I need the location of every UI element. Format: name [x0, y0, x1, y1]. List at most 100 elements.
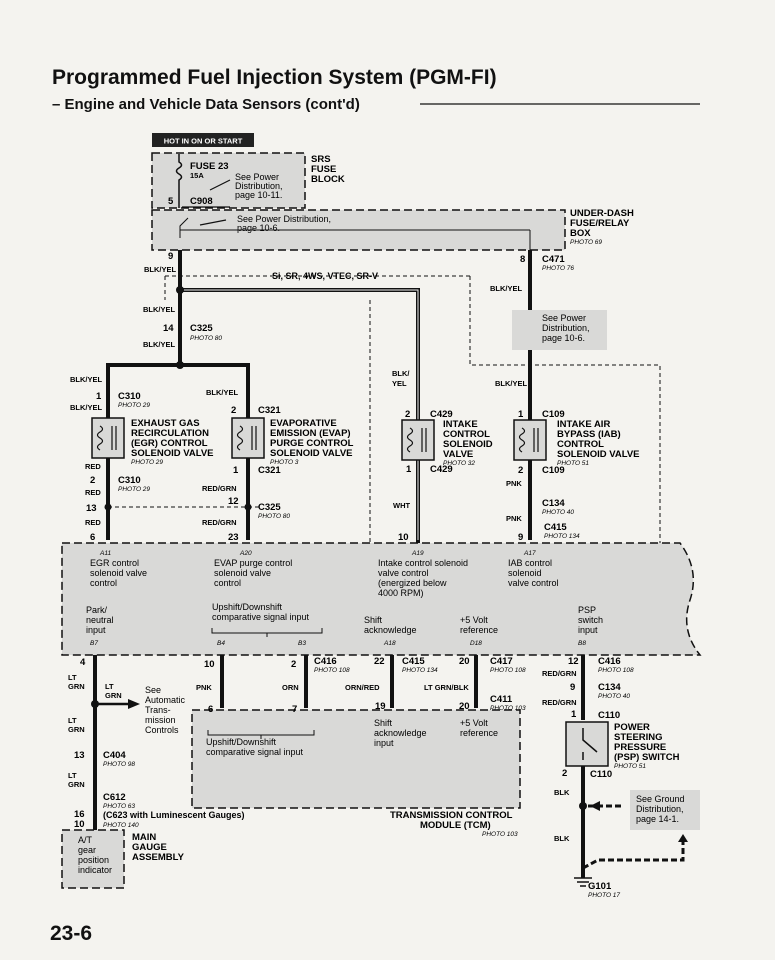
c109-pin2: 2 — [518, 465, 523, 476]
c417-label: C417 — [490, 656, 513, 667]
ecm-a20-3: control — [214, 578, 241, 588]
tcm-updown-2: comparative signal input — [206, 747, 304, 757]
fuse-see-2: Distribution, — [235, 181, 283, 191]
wire-blk-yel-9: BLK/YEL — [495, 379, 528, 388]
wire-blk-2: BLK — [554, 834, 570, 843]
ecm-b3: B3 — [298, 640, 306, 647]
c321-pin1: 1 — [233, 465, 239, 476]
c134-photo-1: PHOTO 40 — [542, 509, 574, 516]
c415-label-1: C415 — [544, 522, 567, 533]
ecm-b8: B8 — [578, 640, 586, 647]
wire-blk-yel-5: BLK/YEL — [70, 375, 103, 384]
ecm-a20-2: solenoid valve — [214, 568, 271, 578]
wire-blk-yel-8b: YEL — [392, 379, 407, 388]
c325-pin12: 12 — [228, 496, 239, 507]
pin-10-gauge: 10 — [74, 819, 85, 830]
evap-label-1: EVAPORATIVE — [270, 418, 337, 429]
c110-pin2: 2 — [562, 768, 567, 779]
ecm-a11-2: solenoid valve — [90, 568, 147, 578]
power-note-1: See Power — [542, 313, 586, 323]
evap-label-2: EMISSION (EVAP) — [270, 428, 351, 439]
wire-red-grn-1: RED/GRN — [202, 484, 237, 493]
iab-label-1: INTAKE AIR — [557, 419, 610, 430]
c110-label-2: C110 — [590, 769, 612, 780]
lt-grn-3b: GRN — [68, 725, 85, 734]
arrow-right-icon — [128, 699, 140, 709]
c416-pin12: 12 — [568, 656, 579, 667]
wire-blk-yel-2: BLK/YEL — [143, 305, 176, 314]
c404-pin: 13 — [74, 750, 85, 761]
ecm-a19-2: valve control — [378, 568, 429, 578]
splice-ground — [579, 802, 587, 810]
ground-icon — [574, 877, 592, 887]
ground-note-box — [630, 790, 700, 830]
c325-label: C325 — [190, 323, 213, 334]
ecm-b8-3: input — [578, 625, 598, 635]
wire-lt-grn-blk: LT GRN/BLK — [424, 683, 469, 692]
ecm-a18: A18 — [383, 640, 396, 647]
ecm-a11: A11 — [99, 550, 111, 557]
splice-1 — [176, 286, 184, 294]
c109-label-1: C109 — [542, 409, 565, 420]
c415-photo-2: PHOTO 134 — [402, 667, 438, 674]
underdash-internal — [179, 217, 189, 238]
ecm-b4-bracket — [211, 628, 323, 637]
wire-blk-yel-6: BLK/YEL — [70, 403, 103, 412]
c321-label-2: C321 — [258, 465, 281, 476]
intake-label-1: INTAKE — [443, 419, 478, 430]
wire-blk-yel-4: BLK/YEL — [490, 284, 523, 293]
pin-13-left: 13 — [86, 503, 97, 514]
lt-grn-2b: GRN — [105, 691, 122, 700]
ground-note-1: See Ground — [636, 794, 685, 804]
intake-label-4: VALVE — [443, 449, 473, 460]
options-note: Si, SR, 4WS, VTEC, SR-V — [272, 271, 378, 281]
tcm-shift-2: acknowledge — [374, 728, 427, 738]
underdash-label-3: BOX — [570, 228, 591, 239]
lt-grn-4b: GRN — [68, 780, 85, 789]
fuse-name: FUSE 23 — [190, 161, 229, 172]
c310-pin1: 1 — [96, 391, 102, 402]
egr-label-3: (EGR) CONTROL — [131, 438, 208, 449]
c411-pin20: 20 — [459, 701, 470, 712]
main-gauge-box — [61, 829, 125, 889]
pin-4: 4 — [80, 657, 86, 668]
c429-label-2: C429 — [430, 464, 453, 475]
g101-photo: PHOTO 17 — [588, 892, 620, 899]
evap-coil-icon — [236, 425, 257, 451]
c429-pin1: 1 — [406, 464, 412, 475]
c411-label: C411 — [490, 694, 513, 705]
c404-photo: PHOTO 98 — [103, 761, 135, 768]
ecm-d18-2: reference — [460, 625, 498, 635]
tcm-pin6: 6 — [208, 704, 213, 715]
ecm-a11-3: control — [90, 578, 117, 588]
tcm-shift-3: input — [374, 738, 394, 748]
c310-label-1: C310 — [118, 391, 141, 402]
evap-label-3: PURGE CONTROL — [270, 438, 354, 449]
c623-photo: PHOTO 140 — [103, 822, 139, 829]
at-indicator-3: position — [78, 855, 109, 865]
main-gauge-1: MAIN — [132, 832, 156, 843]
c134-photo-2: PHOTO 40 — [598, 693, 630, 700]
c908-pin: 5 — [168, 196, 174, 207]
see-at-1: See — [145, 685, 161, 695]
tcm-label-1: TRANSMISSION CONTROL — [390, 810, 513, 821]
ecm-b4-1: Upshift/Downshift — [212, 602, 283, 612]
ecm-a17-1: IAB control — [508, 558, 552, 568]
ecm-a19-4: 4000 RPM) — [378, 588, 424, 598]
wire-pnk-2: PNK — [506, 514, 522, 523]
wire-red-1: RED — [85, 462, 101, 471]
tcm-block — [191, 709, 521, 809]
c321-label-1: C321 — [258, 405, 281, 416]
main-gauge-2: GAUGE — [132, 842, 167, 853]
intake-label-2: CONTROL — [443, 429, 490, 440]
pin-16: 16 — [74, 809, 85, 820]
egr-label-1: EXHAUST GAS — [131, 418, 200, 429]
pin-10-intake: 10 — [398, 532, 409, 543]
c109-pin1: 1 — [518, 409, 524, 420]
c310-photo-1: PHOTO 29 — [118, 402, 150, 409]
c411-photo: PHOTO 103 — [490, 705, 526, 712]
wire-blk-yel-7: BLK/YEL — [206, 388, 239, 397]
c416-pin2: 2 — [291, 659, 296, 670]
tcm-updown-1: Upshift/Downshift — [206, 737, 277, 747]
